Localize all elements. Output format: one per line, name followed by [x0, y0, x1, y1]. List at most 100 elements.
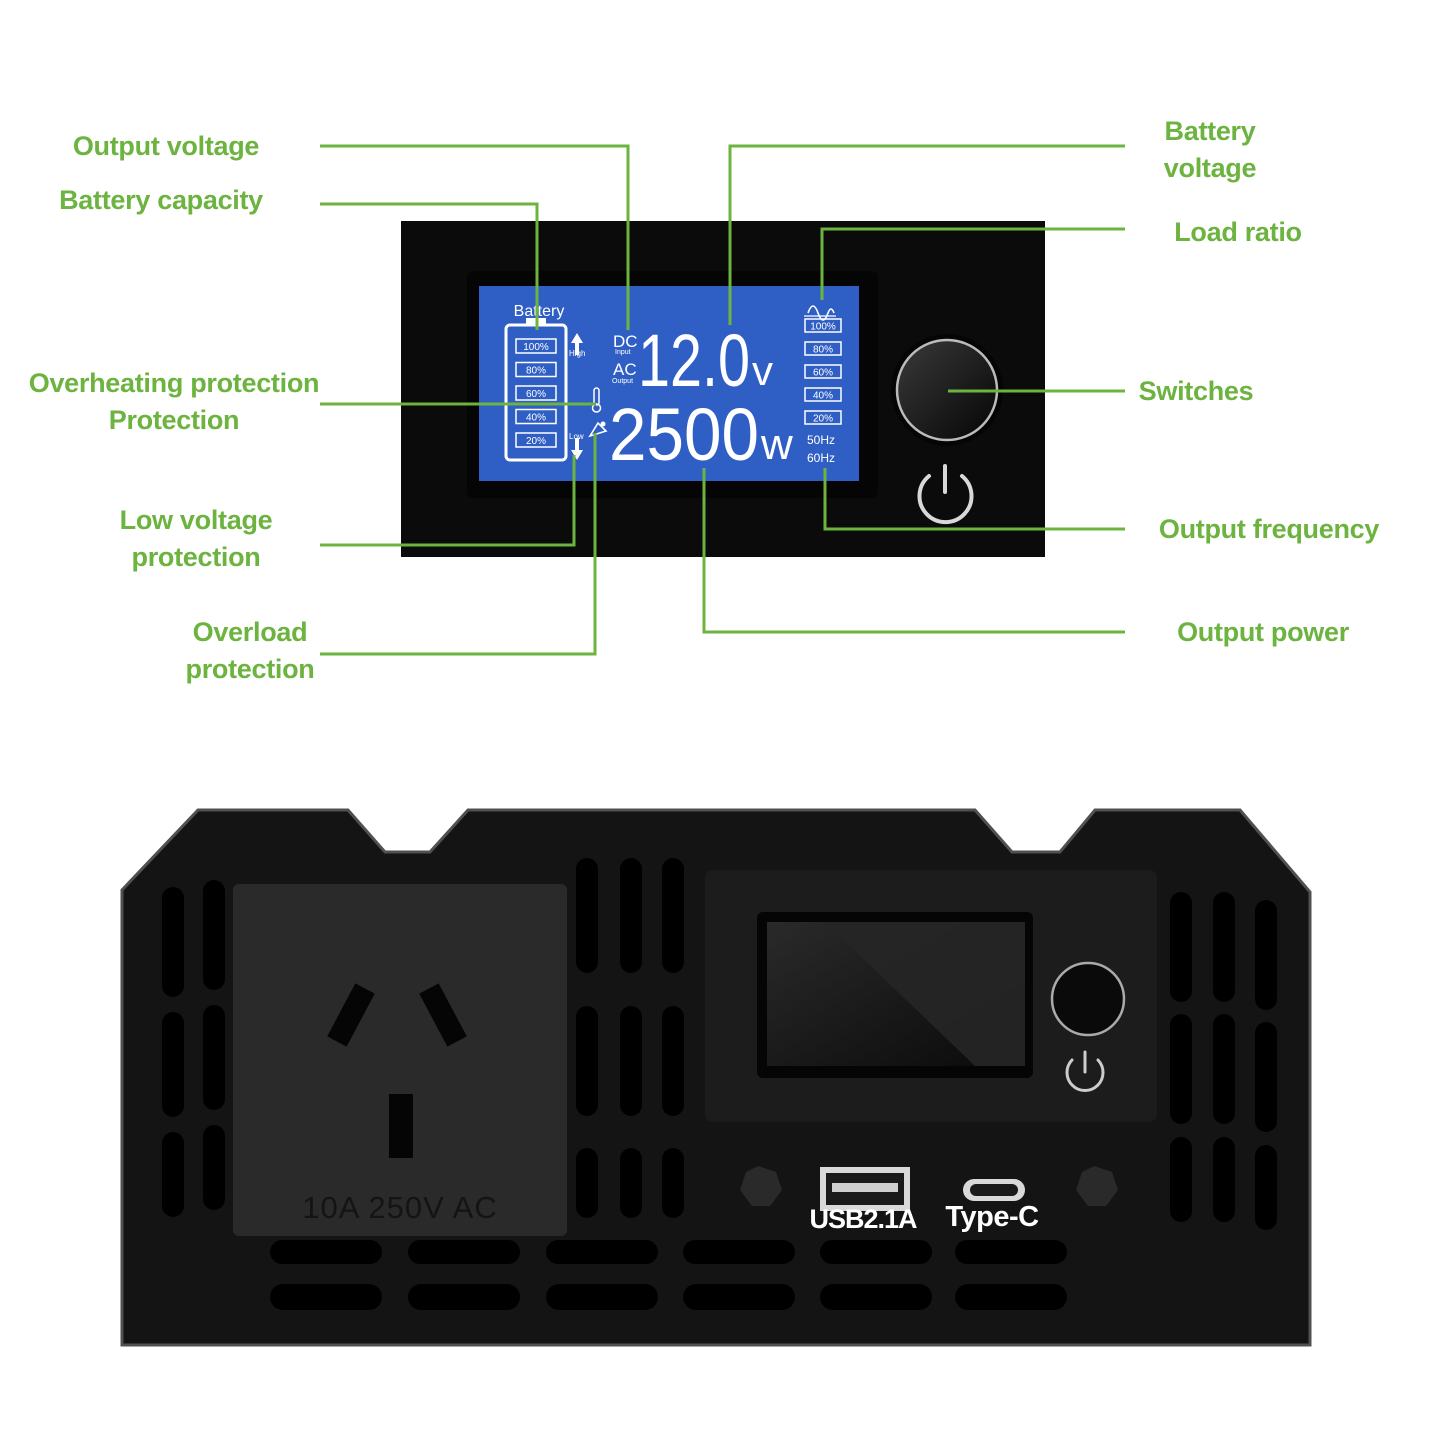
vent-slot — [270, 1240, 382, 1264]
screen-glare — [825, 922, 1025, 1066]
battery-level-label: 40% — [526, 413, 546, 424]
lcd-voltage-unit: v — [752, 347, 773, 394]
power-icon[interactable] — [917, 464, 974, 525]
battery-level-label: 60% — [526, 389, 546, 400]
callout-output-power: Output power — [1177, 617, 1349, 647]
vent-slot — [270, 1284, 382, 1310]
usb-port[interactable] — [820, 1167, 910, 1211]
battery-level-box — [515, 385, 557, 401]
lcd-freq-60: 60Hz — [807, 451, 835, 465]
callout-battery-capacity: Battery capacity — [59, 185, 263, 215]
vent-slot — [408, 1284, 520, 1310]
leader-lines — [320, 144, 1125, 656]
leader-load-ratio — [820, 227, 1125, 300]
screw-right — [1076, 1166, 1118, 1206]
lcd-battery-title: Battery — [514, 303, 565, 320]
sine-wave-icon — [804, 305, 836, 321]
lcd-ac-label: AC — [613, 360, 637, 379]
vent-slot — [576, 1148, 598, 1218]
vent-slot — [1213, 1137, 1235, 1222]
lcd-dc-label: DC — [613, 332, 638, 351]
vent-slot — [546, 1284, 658, 1310]
callout-overload-protection: Overload protection — [185, 617, 315, 684]
type-c-label: Type-C — [945, 1201, 1039, 1233]
callout-low-voltage-protection: Low voltage protection — [119, 505, 273, 572]
vent-slot — [162, 887, 184, 997]
lcd-high-label: High — [569, 349, 585, 358]
vent-slot — [620, 1148, 642, 1218]
display-panel-closeup: 100% 80% 60% 40% 20% Battery High Low — [401, 221, 1045, 557]
leader-low-voltage — [320, 455, 576, 547]
vent-slot — [576, 1006, 598, 1116]
vent-slot — [203, 1125, 225, 1210]
lcd-voltage-value: 12.0 — [638, 319, 750, 402]
vent-slot — [662, 1006, 684, 1116]
lcd-low-label: Low — [569, 432, 584, 441]
load-level-box — [804, 410, 842, 425]
type-c-port[interactable] — [963, 1179, 1025, 1201]
vent-slots — [162, 858, 1277, 1310]
callout-output-voltage: Output voltage — [72, 131, 260, 161]
callout-output-frequency: Output frequency — [1158, 514, 1380, 544]
screw-left — [740, 1166, 782, 1206]
inverter-front-view — [120, 808, 1312, 1347]
lcd-power-unit: w — [760, 420, 793, 469]
usb-label: USB2.1A — [809, 1204, 917, 1234]
battery-level-box — [515, 361, 557, 378]
switch-knob[interactable] — [891, 334, 1003, 446]
vent-slot — [1255, 900, 1277, 1010]
vent-slot — [1170, 1014, 1192, 1124]
device-power-icon[interactable] — [1065, 1050, 1105, 1092]
load-level-label: 80% — [813, 345, 833, 356]
socket-rating-label: 10A 250V AC — [302, 1190, 498, 1225]
ac-socket[interactable] — [233, 884, 567, 1236]
leader-battery-capacity — [320, 202, 539, 330]
vent-slot — [1255, 1145, 1277, 1230]
vent-slot — [1213, 892, 1235, 1002]
vent-slot — [1213, 1014, 1235, 1124]
vent-slot — [662, 858, 684, 973]
leader-output-power — [702, 468, 1125, 634]
vent-slot — [1170, 892, 1192, 1002]
battery-level-box — [515, 432, 557, 448]
battery-level-box — [515, 338, 557, 354]
lcd-input-label: Input — [615, 349, 631, 356]
callout-load-ratio: Load ratio — [1174, 217, 1302, 247]
vent-slot — [820, 1284, 932, 1310]
vent-slot — [683, 1240, 795, 1264]
thermometer-icon — [591, 387, 602, 413]
load-level-label: 100% — [810, 322, 836, 333]
vent-slot — [662, 1148, 684, 1218]
load-level-box — [804, 364, 842, 379]
vent-slot — [955, 1240, 1067, 1264]
vent-slot — [576, 858, 598, 973]
battery-level-box — [515, 408, 557, 425]
vent-slot — [162, 1012, 184, 1117]
high-voltage-arrow-icon — [571, 333, 583, 355]
vent-slot — [1255, 1022, 1277, 1132]
vent-slot — [1170, 1137, 1192, 1222]
leader-output-frequency — [823, 468, 1125, 531]
vent-slot — [683, 1284, 795, 1310]
callout-overheating-protection: Overheating protection Protection — [28, 368, 320, 435]
lcd-output-label: Output — [612, 378, 633, 385]
battery-level-label: 20% — [526, 436, 546, 447]
vent-slot — [820, 1240, 932, 1264]
vent-slot — [955, 1284, 1067, 1310]
lcd-freq-50: 50Hz — [807, 433, 835, 447]
leader-battery-voltage — [728, 144, 1125, 325]
overload-icon — [588, 421, 608, 438]
load-level-box — [804, 387, 842, 402]
load-level-box — [804, 318, 842, 333]
vent-slot — [203, 880, 225, 990]
low-voltage-arrow-icon — [571, 438, 583, 460]
device-knob[interactable] — [1050, 961, 1126, 1037]
vent-slot — [620, 858, 642, 973]
load-ratio-bars: 100%80%60%40%20% — [804, 318, 842, 425]
load-level-label: 60% — [813, 368, 833, 379]
battery-level-label: 100% — [523, 342, 549, 353]
load-level-box — [804, 341, 842, 356]
vent-slot — [408, 1240, 520, 1264]
